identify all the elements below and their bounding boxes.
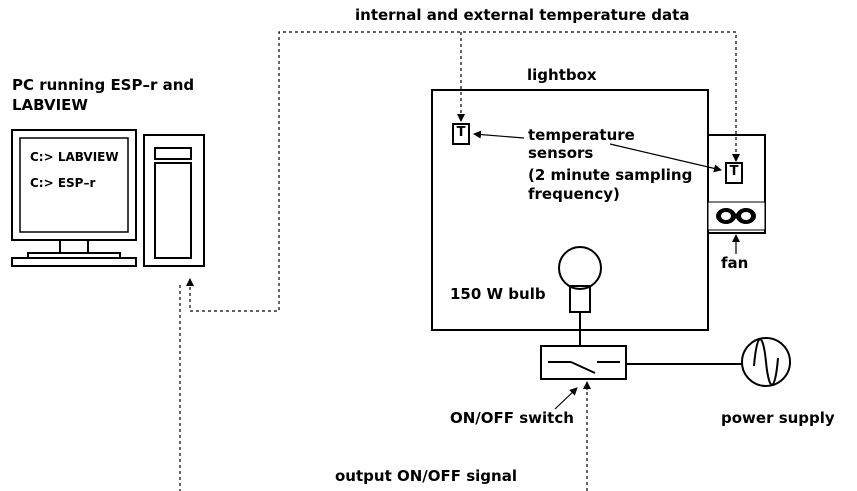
- leader-arrows: [473, 130, 740, 410]
- power-supply-icon: [626, 337, 791, 387]
- switch-label: ON/OFF switch: [450, 409, 574, 427]
- sensors-label-line1: temperature: [528, 126, 635, 144]
- data-cable: [189, 31, 737, 312]
- sensors-label-line2: sensors: [528, 144, 594, 162]
- pc-monitor: [11, 129, 137, 267]
- pc-label-line1: PC running ESP–r and: [12, 76, 195, 94]
- fan-label: fan: [721, 254, 749, 272]
- bulb-label: 150 W bulb: [450, 285, 546, 303]
- pc-label-line2: LABVIEW: [12, 96, 88, 114]
- fan-compartment: [707, 134, 766, 234]
- data-cable-label: internal and external temperature data: [355, 6, 690, 24]
- lightbox-label: lightbox: [527, 66, 597, 84]
- fan-icon: [707, 201, 766, 231]
- pc-tower: [143, 134, 205, 267]
- signal-label: output ON/OFF signal: [335, 467, 517, 485]
- signal-cable: [179, 285, 588, 491]
- data-cable-arrows: [186, 114, 740, 286]
- external-sensor: [725, 162, 743, 184]
- screen-line-espr: C:> ESP–r: [30, 176, 96, 190]
- internal-sensor-label: T: [456, 125, 466, 140]
- sensors-label-line3: (2 minute sampling: [528, 166, 693, 184]
- screen-line-labview: C:> LABVIEW: [30, 150, 119, 164]
- internal-sensor: [452, 123, 470, 145]
- switch-icon: [540, 345, 627, 380]
- power-supply-label: power supply: [721, 409, 835, 427]
- sensors-label-line4: frequency): [528, 185, 620, 203]
- bulb-icon: [558, 246, 602, 346]
- external-sensor-label: T: [729, 164, 739, 179]
